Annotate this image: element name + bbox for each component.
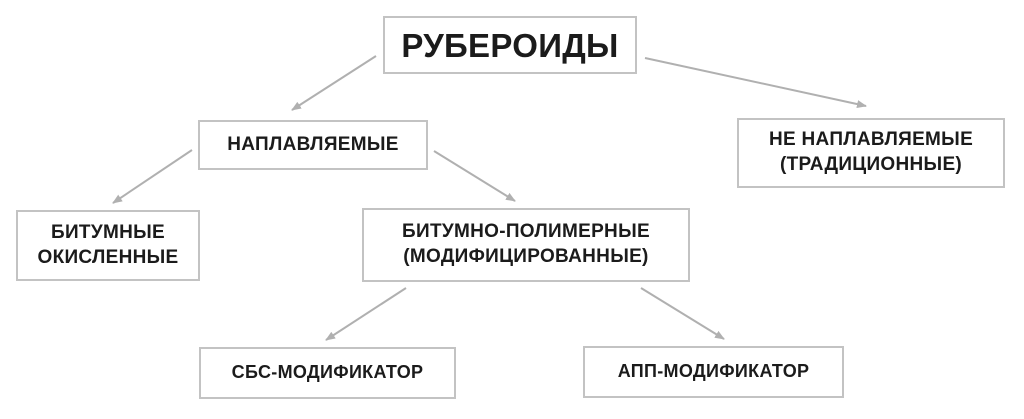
node-fused: НАПЛАВЛЯЕМЫЕ [198,120,428,170]
node-ruberoids: РУБЕРОИДЫ [383,16,637,74]
node-app-modifier: АПП-МОДИФИКАТОР [583,346,844,398]
node-non-fused-label: НЕ НАПЛАВЛЯЕМЫЕ (ТРАДИЦИОННЫЕ) [768,129,974,175]
node-bitumen-polymer: БИТУМНО-ПОЛИМЕРНЫЕ (МОДИФИЦИРОВАННЫЕ) [362,208,690,282]
node-bitumen-oxidized-label: БИТУМНЫЕ ОКИСЛЕННЫЕ [37,221,179,268]
node-bitumen-oxidized: БИТУМНЫЕ ОКИСЛЕННЫЕ [16,210,200,281]
arrow-polymer-to-app [640,287,725,340]
arrow-root-to-nonfused [644,57,867,108]
arrow-fused-to-polymer [433,150,516,202]
node-sbs-modifier-label: СБС-МОДИФИКАТОР [231,362,424,383]
node-bitumen-polymer-label: БИТУМНО-ПОЛИМЕРНЫЕ (МОДИФИЦИРОВАННЫЕ) [402,221,650,267]
node-fused-label: НАПЛАВЛЯЕМЫЕ [227,133,399,155]
arrow-fused-to-oxidized [112,149,193,204]
arrow-polymer-to-sbs [325,287,407,341]
node-sbs-modifier: СБС-МОДИФИКАТОР [199,347,456,399]
arrow-root-to-fused [291,55,377,111]
node-app-modifier-label: АПП-МОДИФИКАТОР [617,361,810,382]
node-non-fused: НЕ НАПЛАВЛЯЕМЫЕ (ТРАДИЦИОННЫЕ) [737,118,1005,188]
node-ruberoids-label: РУБЕРОИДЫ [401,26,619,64]
